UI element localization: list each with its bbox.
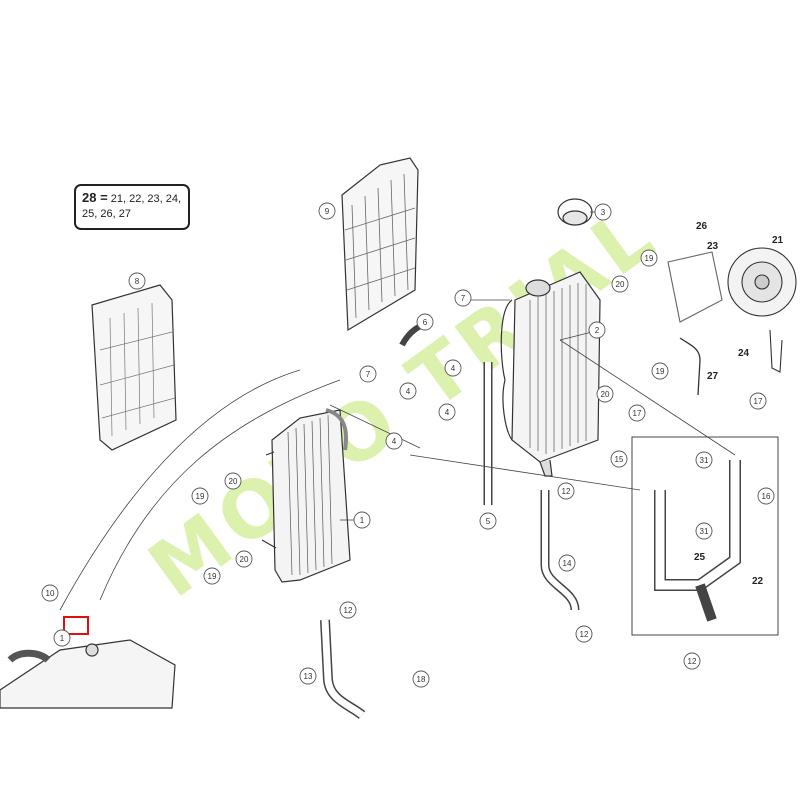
hose-assembly-box (631, 436, 779, 636)
callout-10: 10 (46, 589, 55, 598)
callout-12b: 12 (344, 606, 353, 615)
callout-31b: 31 (700, 527, 709, 536)
callout-31a: 31 (700, 456, 709, 465)
label-24: 24 (738, 348, 750, 359)
label-23: 23 (707, 241, 719, 252)
label-25: 25 (694, 552, 706, 563)
label-22: 22 (752, 576, 764, 587)
callout-7b: 7 (461, 294, 466, 303)
fan-sensor-wire (679, 337, 701, 396)
callout-17a: 17 (633, 409, 642, 418)
legend-line-1: 21, 22, 23, 24, (110, 193, 182, 205)
right-radiator (500, 271, 601, 477)
callout-circles (41, 202, 775, 688)
cooling-fan-assembly (667, 247, 797, 373)
legend-line-2: 25, 26, 27 (82, 208, 131, 220)
callout-7a: 7 (366, 370, 371, 379)
radiator-cap (557, 198, 593, 226)
callout-4a: 4 (406, 387, 411, 396)
callout-6: 6 (423, 318, 428, 327)
callout-20c: 20 (229, 477, 238, 486)
callout-4c: 4 (445, 408, 450, 417)
label-21: 21 (772, 235, 784, 246)
callout-18: 18 (417, 675, 426, 684)
callout-2: 2 (595, 326, 600, 335)
callout-3: 3 (601, 208, 606, 217)
plain-part-labels: 21 22 23 24 25 26 27 (694, 221, 784, 587)
callout-19a: 19 (645, 254, 654, 263)
highlight-part-11 (63, 616, 89, 635)
coolant-hoses (320, 319, 741, 719)
callout-19c: 19 (196, 492, 205, 501)
label-27: 27 (707, 371, 719, 382)
callout-13: 13 (304, 672, 313, 681)
callout-1a: 1 (360, 516, 365, 525)
callout-4d: 4 (392, 437, 397, 446)
callout-12c: 12 (580, 630, 589, 639)
legend-key: 28 = (82, 190, 108, 205)
callout-20d: 20 (240, 555, 249, 564)
assembly-legend-box: 28 = 21, 22, 23, 24, 25, 26, 27 (74, 184, 190, 230)
callout-5: 5 (486, 517, 491, 526)
callout-16: 16 (762, 492, 771, 501)
callout-20a: 20 (616, 280, 625, 289)
engine-cylinder-head (0, 639, 176, 709)
left-radiator (261, 408, 351, 583)
callout-19d: 19 (208, 572, 217, 581)
callout-15: 15 (615, 455, 624, 464)
callout-12d: 12 (688, 657, 697, 666)
callout-20b: 20 (601, 390, 610, 399)
label-26: 26 (696, 221, 708, 232)
callout-12a: 12 (562, 487, 571, 496)
callout-17b: 17 (754, 397, 763, 406)
callout-4b: 4 (451, 364, 456, 373)
radiator-grille (341, 157, 419, 332)
callout-8: 8 (135, 277, 140, 286)
callout-1b: 1 (60, 634, 65, 643)
callout-14: 14 (563, 559, 572, 568)
leader-lines (59, 211, 736, 611)
callout-9: 9 (325, 207, 330, 216)
callout-19b: 19 (656, 367, 665, 376)
radiator-guard-front (91, 284, 177, 451)
